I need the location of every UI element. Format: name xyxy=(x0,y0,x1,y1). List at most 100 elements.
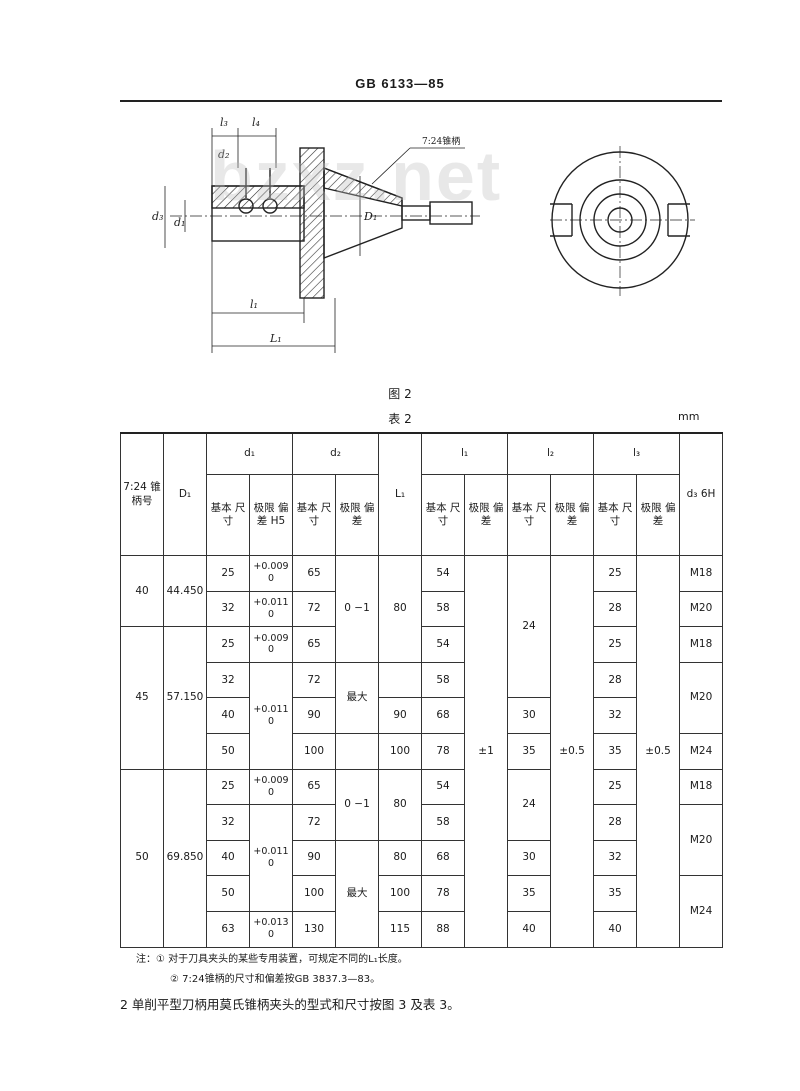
header-d3: d₃ 6H xyxy=(679,432,724,556)
header-l3: l₃ xyxy=(593,432,681,475)
header-L1: L₁ xyxy=(378,432,422,556)
cell-d1: 25 xyxy=(206,626,250,663)
label-d3: d₃ xyxy=(152,210,163,223)
cell-l3: 25 xyxy=(593,555,638,592)
cell-l3: 40 xyxy=(593,910,638,948)
cell-d2-tol: 最大 xyxy=(335,661,379,734)
cell-l1: 54 xyxy=(421,768,465,806)
header-basic: 基本 尺寸 xyxy=(421,474,465,556)
header-basic: 基本 尺寸 xyxy=(206,474,250,556)
cell-d3: M24 xyxy=(679,732,724,770)
cell-l2: 35 xyxy=(507,732,552,770)
cell-l3: 32 xyxy=(593,839,638,877)
cell-d1-tol: +0.009 0 xyxy=(249,768,293,806)
cell-d1: 63 xyxy=(206,910,250,948)
cell-L1: 80 xyxy=(378,839,422,877)
cell-l3: 28 xyxy=(593,661,638,699)
cell-l3: 28 xyxy=(593,590,638,628)
cell-taper-no: 40 xyxy=(120,554,164,628)
table-row: 40 44.450 25 +0.009 0 65 0 −1 80 54 ±1 2… xyxy=(120,554,724,948)
cell-d3: M20 xyxy=(679,661,724,734)
cell-l2: 24 xyxy=(507,768,552,841)
header-tol: 极限 偏差 xyxy=(463,474,509,556)
cell-d1-tol: +0.009 0 xyxy=(249,555,293,592)
table-row: 63 +0.013 0 130 115 88 40 40 xyxy=(121,910,723,948)
header-D1: D₁ xyxy=(163,432,207,556)
cell-d1: 32 xyxy=(206,590,250,628)
header-rule xyxy=(120,100,722,102)
cell-l1: 78 xyxy=(421,732,465,770)
cell-l1: 54 xyxy=(421,555,465,592)
cell-l1: 58 xyxy=(421,804,465,841)
cell-d2: 65 xyxy=(292,626,336,663)
watermark: bzxz.net xyxy=(210,137,503,215)
cell-d2: 72 xyxy=(292,590,336,628)
cell-d2: 72 xyxy=(292,661,336,699)
cell-d1-tol: +0.011 0 xyxy=(249,590,293,628)
table-row: 50 100 100 78 35 35 M24 xyxy=(121,732,724,770)
header-l2: l₂ xyxy=(507,432,595,475)
table-row: 40 90 最大 80 68 30 32 xyxy=(121,839,723,948)
header-basic: 基本 尺寸 xyxy=(292,474,336,556)
drawbar-thread xyxy=(429,201,473,225)
dimension-table: 7:24 锥柄号 D₁ d₁ d₂ L₁ l₁ l₂ l₃ d₃ 6H 基本 尺… xyxy=(120,432,724,948)
cell-d1: 25 xyxy=(206,768,250,806)
header-basic: 基本 尺寸 xyxy=(507,474,552,556)
cell-l3: 32 xyxy=(593,697,638,734)
cell-l1: 58 xyxy=(421,590,465,628)
cell-d2: 90 xyxy=(292,697,336,734)
label-d1: d₁ xyxy=(174,216,185,229)
cell-D1: 69.850 xyxy=(163,768,207,948)
cell-L1: 90 xyxy=(378,697,422,734)
cell-l2-tol: ±0.5 xyxy=(550,555,595,948)
cell-d1-tol: +0.013 0 xyxy=(249,910,293,948)
table-row: 50 69.850 25 +0.009 0 65 0 −1 80 54 24 2… xyxy=(120,768,724,948)
header-taper-no: 7:24 锥柄号 xyxy=(120,432,164,556)
cell-d2-tol: 0 −1 xyxy=(335,768,379,841)
cell-d1: 40 xyxy=(206,697,250,734)
table-row: 32 +0.011 0 72 58 28 M20 xyxy=(121,804,724,912)
label-l1: l₁ xyxy=(250,298,258,311)
label-d2: d₂ xyxy=(218,148,229,161)
table-caption: 表 2 xyxy=(388,412,412,426)
figure-caption: 图 2 xyxy=(388,387,412,401)
note-1: 注：① 对于刀具夹头的某些专用装置，可规定不同的L₁长度。 xyxy=(136,954,408,965)
cell-d2: 72 xyxy=(292,804,336,841)
header-tol-h5: 极限 偏差 H5 xyxy=(249,474,293,556)
cell-L1: 80 xyxy=(378,768,422,841)
cell-l2: 30 xyxy=(507,839,552,877)
unit-label: mm xyxy=(678,410,700,423)
cell-D1: 57.150 xyxy=(163,626,207,770)
cell-d1: 32 xyxy=(206,661,250,699)
cell-d3: M24 xyxy=(679,875,724,948)
cell-d1: 25 xyxy=(206,555,250,592)
cell-l2: 40 xyxy=(507,910,552,948)
technical-drawing: l₃ l₄ d₂ d₃ d₁ D₁ l₁ L₁ 7:24锥柄 xyxy=(152,116,695,353)
section-2-text: 2 单削平型刀柄用莫氏锥柄夹头的型式和尺寸按图 3 及表 3。 xyxy=(120,997,460,1012)
label-D1: D₁ xyxy=(363,210,377,223)
table-row: 32 +0.011 0 72 58 28 M20 xyxy=(121,590,724,628)
header-d2: d₂ xyxy=(292,432,379,475)
cell-L1: 115 xyxy=(378,910,422,948)
cell-d2: 100 xyxy=(292,732,336,770)
cell-d1-tol: +0.011 0 xyxy=(249,804,293,912)
cell-d3: M18 xyxy=(679,626,724,663)
cell-L1: 100 xyxy=(378,732,422,770)
cell-l2: 30 xyxy=(507,697,552,734)
header-tol: 极限 偏差 xyxy=(335,474,379,556)
cell-d3: M20 xyxy=(679,590,724,628)
table-row: 45 57.150 25 +0.009 0 65 54 25 M18 xyxy=(120,626,724,770)
flange xyxy=(299,147,325,299)
label-L1: L₁ xyxy=(269,332,282,345)
cell-l2: 24 xyxy=(507,554,552,699)
cell-d1: 40 xyxy=(206,839,250,877)
cell-l3: 28 xyxy=(593,804,638,841)
header-tol: 极限 偏差 xyxy=(636,474,681,556)
standard-header: GB 6133—85 xyxy=(355,76,445,91)
cell-d2: 100 xyxy=(292,875,336,912)
label-l3: l₃ xyxy=(220,116,228,129)
cell-L1 xyxy=(378,661,422,699)
cell-l3: 35 xyxy=(593,875,638,912)
cell-d1: 32 xyxy=(206,804,250,841)
cell-d2: 65 xyxy=(292,768,336,806)
